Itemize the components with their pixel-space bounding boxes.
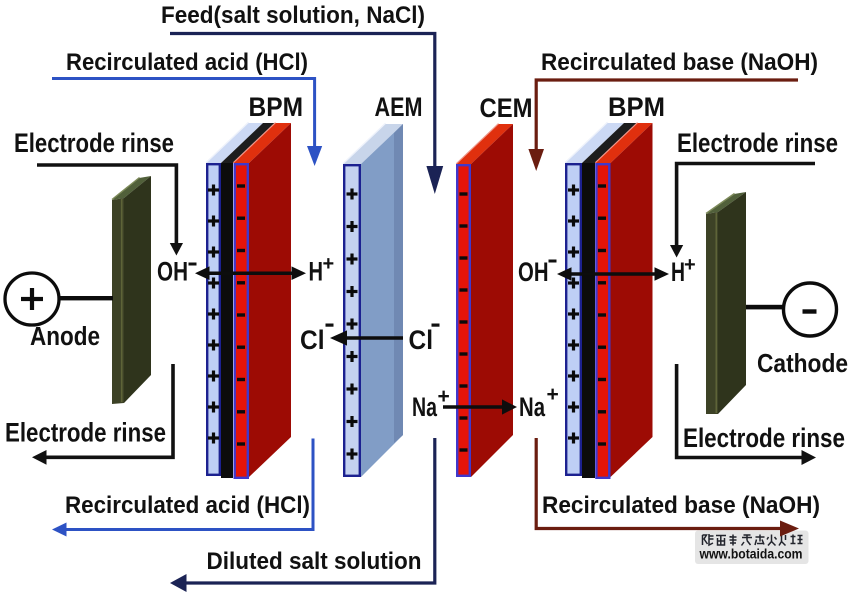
svg-text:Electrode rinse: Electrode rinse [5,418,166,448]
svg-text:OH: OH [518,257,549,287]
svg-text:Cl: Cl [409,325,434,355]
svg-text:Na: Na [519,392,546,422]
svg-text:H: H [671,257,685,287]
svg-text:+: + [684,254,696,276]
svg-text:CEM: CEM [480,93,533,123]
svg-text:Recirculated acid (HCl): Recirculated acid (HCl) [65,492,310,519]
svg-text:Anode: Anode [30,323,100,351]
svg-text:Cathode: Cathode [757,348,848,378]
svg-text:BPM: BPM [608,92,665,122]
svg-text:Recirculated base (NaOH): Recirculated base (NaOH) [542,492,820,519]
svg-text:H: H [309,257,324,287]
svg-text:BPM: BPM [249,92,304,122]
svg-text:Diluted salt solution: Diluted salt solution [207,548,422,575]
svg-text:www.botaida.com: www.botaida.com [699,547,803,562]
svg-text:Electrode rinse: Electrode rinse [14,128,174,158]
svg-text:+: + [547,383,559,406]
svg-text:Feed(salt solution, NaCl): Feed(salt solution, NaCl) [161,2,425,29]
svg-text:OH: OH [157,257,188,287]
svg-text:Electrode rinse: Electrode rinse [683,423,845,453]
svg-text:Na: Na [412,392,438,422]
svg-text:Recirculated base (NaOH): Recirculated base (NaOH) [541,49,818,76]
svg-text:Cl: Cl [300,325,325,355]
svg-text:+: + [323,253,335,275]
svg-text:Electrode rinse: Electrode rinse [677,128,838,158]
svg-text:AEM: AEM [375,92,423,122]
svg-text:Recirculated acid (HCl): Recirculated acid (HCl) [66,49,308,76]
svg-text:+: + [438,385,450,408]
